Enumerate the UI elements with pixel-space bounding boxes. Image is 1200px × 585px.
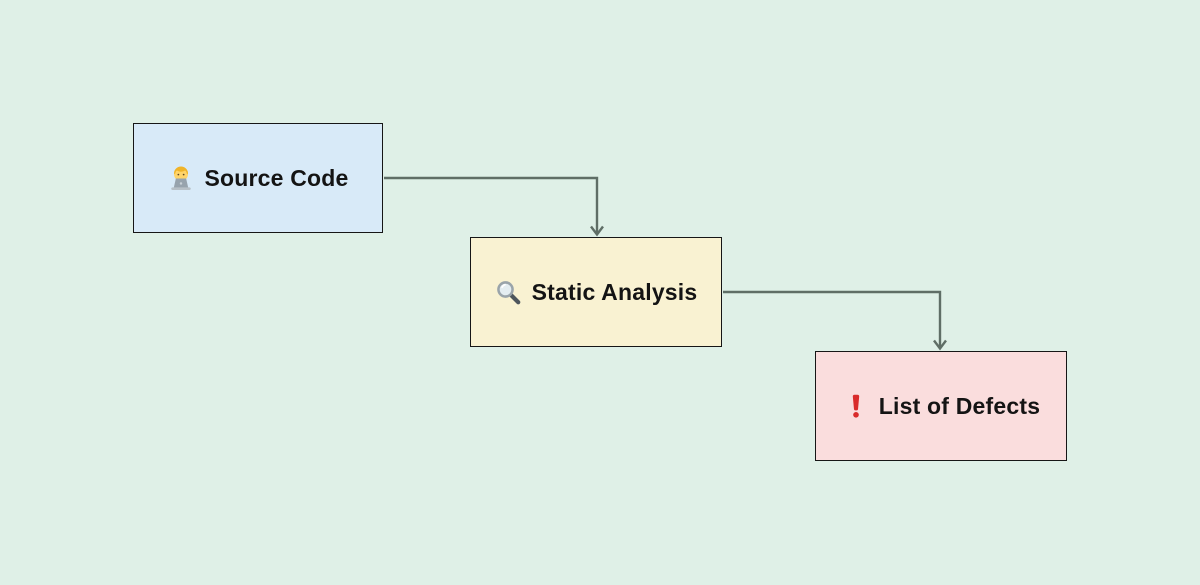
exclamation-mark-icon: [842, 392, 870, 420]
node-static-analysis[interactable]: Static Analysis: [470, 237, 722, 347]
edge-source-to-analysis: [384, 176, 604, 237]
edge-analysis-to-defects: [723, 290, 947, 351]
node-label: Source Code: [204, 164, 349, 191]
node-list-of-defects[interactable]: List of Defects: [815, 351, 1067, 461]
technologist-icon: [167, 164, 195, 192]
node-source-code[interactable]: Source Code: [133, 123, 383, 233]
magnifying-glass-icon: [495, 278, 523, 306]
node-label: Static Analysis: [531, 278, 698, 305]
node-label: List of Defects: [878, 392, 1041, 419]
